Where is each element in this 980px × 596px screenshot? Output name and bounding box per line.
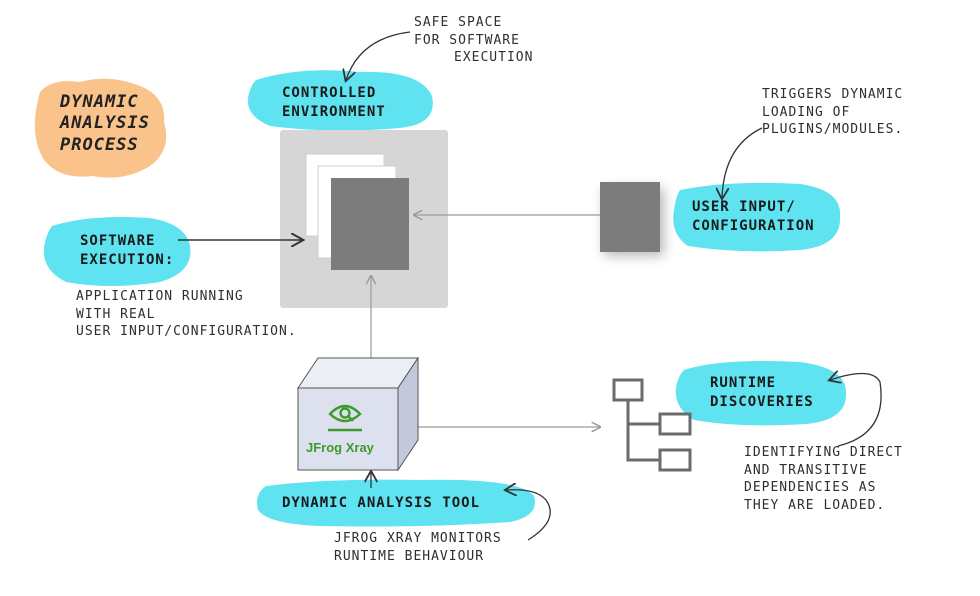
note-triggers: Triggers dynamic loading of plugins/modu… bbox=[762, 86, 903, 139]
note-xray-monitors-line-2: runtime behaviour bbox=[334, 548, 485, 564]
highlight-controlled-environment bbox=[247, 70, 433, 131]
runtime-discoveries-line-1: Runtime bbox=[710, 375, 777, 391]
note-safe-space-line-3: execution bbox=[454, 50, 534, 66]
note-application: Application running with real user input… bbox=[76, 288, 297, 341]
note-identifying-line-1: Identifying direct bbox=[744, 445, 903, 460]
software-execution-line-1: Software bbox=[80, 233, 156, 249]
title-blob bbox=[34, 78, 167, 178]
user-input-line-2: Configuration bbox=[692, 217, 815, 234]
title-line-2: Analysis bbox=[60, 113, 150, 134]
dependency-tree-icon bbox=[612, 378, 692, 472]
highlight-software-execution bbox=[43, 217, 191, 286]
software-execution-line-2: Execution: bbox=[80, 251, 175, 268]
software-execution-label: Software Execution: bbox=[80, 232, 174, 270]
note-identifying-line-4: they are loaded. bbox=[744, 497, 886, 513]
diagram-title: Dynamic Analysis Process bbox=[60, 92, 150, 156]
cube-top bbox=[297, 357, 419, 389]
note-identifying: Identifying direct and transitive depend… bbox=[744, 444, 903, 514]
runtime-discoveries-line-2: Discoveries bbox=[710, 393, 814, 410]
note-triggers-line-3: plugins/modules. bbox=[762, 122, 904, 138]
arrow-identifying bbox=[830, 373, 882, 447]
controlled-environment-line-2: Environment bbox=[282, 103, 386, 120]
note-xray-monitors-line-1: JFrog Xray monitors bbox=[334, 531, 502, 546]
dynamic-analysis-tool-label: Dynamic Analysis Tool bbox=[282, 495, 481, 511]
highlight-dynamic-analysis-tool bbox=[257, 479, 535, 527]
xray-eye-icon bbox=[328, 404, 362, 432]
title-line-1: Dynamic bbox=[60, 92, 139, 112]
note-application-line-3: user input/configuration. bbox=[76, 324, 297, 340]
highlight-runtime-discoveries bbox=[675, 361, 847, 426]
note-triggers-line-2: loading of bbox=[762, 104, 851, 120]
note-safe-space: Safe space for software execution bbox=[414, 14, 533, 67]
note-xray-monitors: JFrog Xray monitors runtime behaviour bbox=[334, 530, 502, 565]
title-line-3: Process bbox=[60, 134, 139, 155]
controlled-environment-label: Controlled Environment bbox=[282, 84, 386, 122]
note-triggers-line-1: Triggers dynamic bbox=[762, 87, 904, 102]
arrow-safe-space bbox=[346, 31, 411, 80]
note-safe-space-line-2: for software bbox=[414, 32, 520, 48]
note-application-line-2: with real bbox=[76, 306, 156, 322]
highlight-user-input bbox=[673, 182, 841, 252]
page-front bbox=[331, 178, 409, 270]
note-safe-space-line-1: Safe space bbox=[414, 15, 503, 30]
note-application-line-1: Application running bbox=[76, 289, 244, 304]
xray-brand-text: JFrog Xray bbox=[306, 440, 374, 455]
user-input-label: User Input/ Configuration bbox=[692, 198, 815, 236]
runtime-discoveries-label: Runtime Discoveries bbox=[710, 374, 814, 412]
note-identifying-line-2: and transitive bbox=[744, 462, 868, 478]
arrow-triggers bbox=[722, 127, 763, 198]
controlled-environment-line-1: Controlled bbox=[282, 85, 377, 101]
user-input-line-1: User Input/ bbox=[692, 199, 796, 215]
note-identifying-line-3: dependencies as bbox=[744, 480, 877, 496]
arrow-xray-monitors bbox=[506, 490, 551, 541]
user-input-box bbox=[600, 182, 660, 252]
